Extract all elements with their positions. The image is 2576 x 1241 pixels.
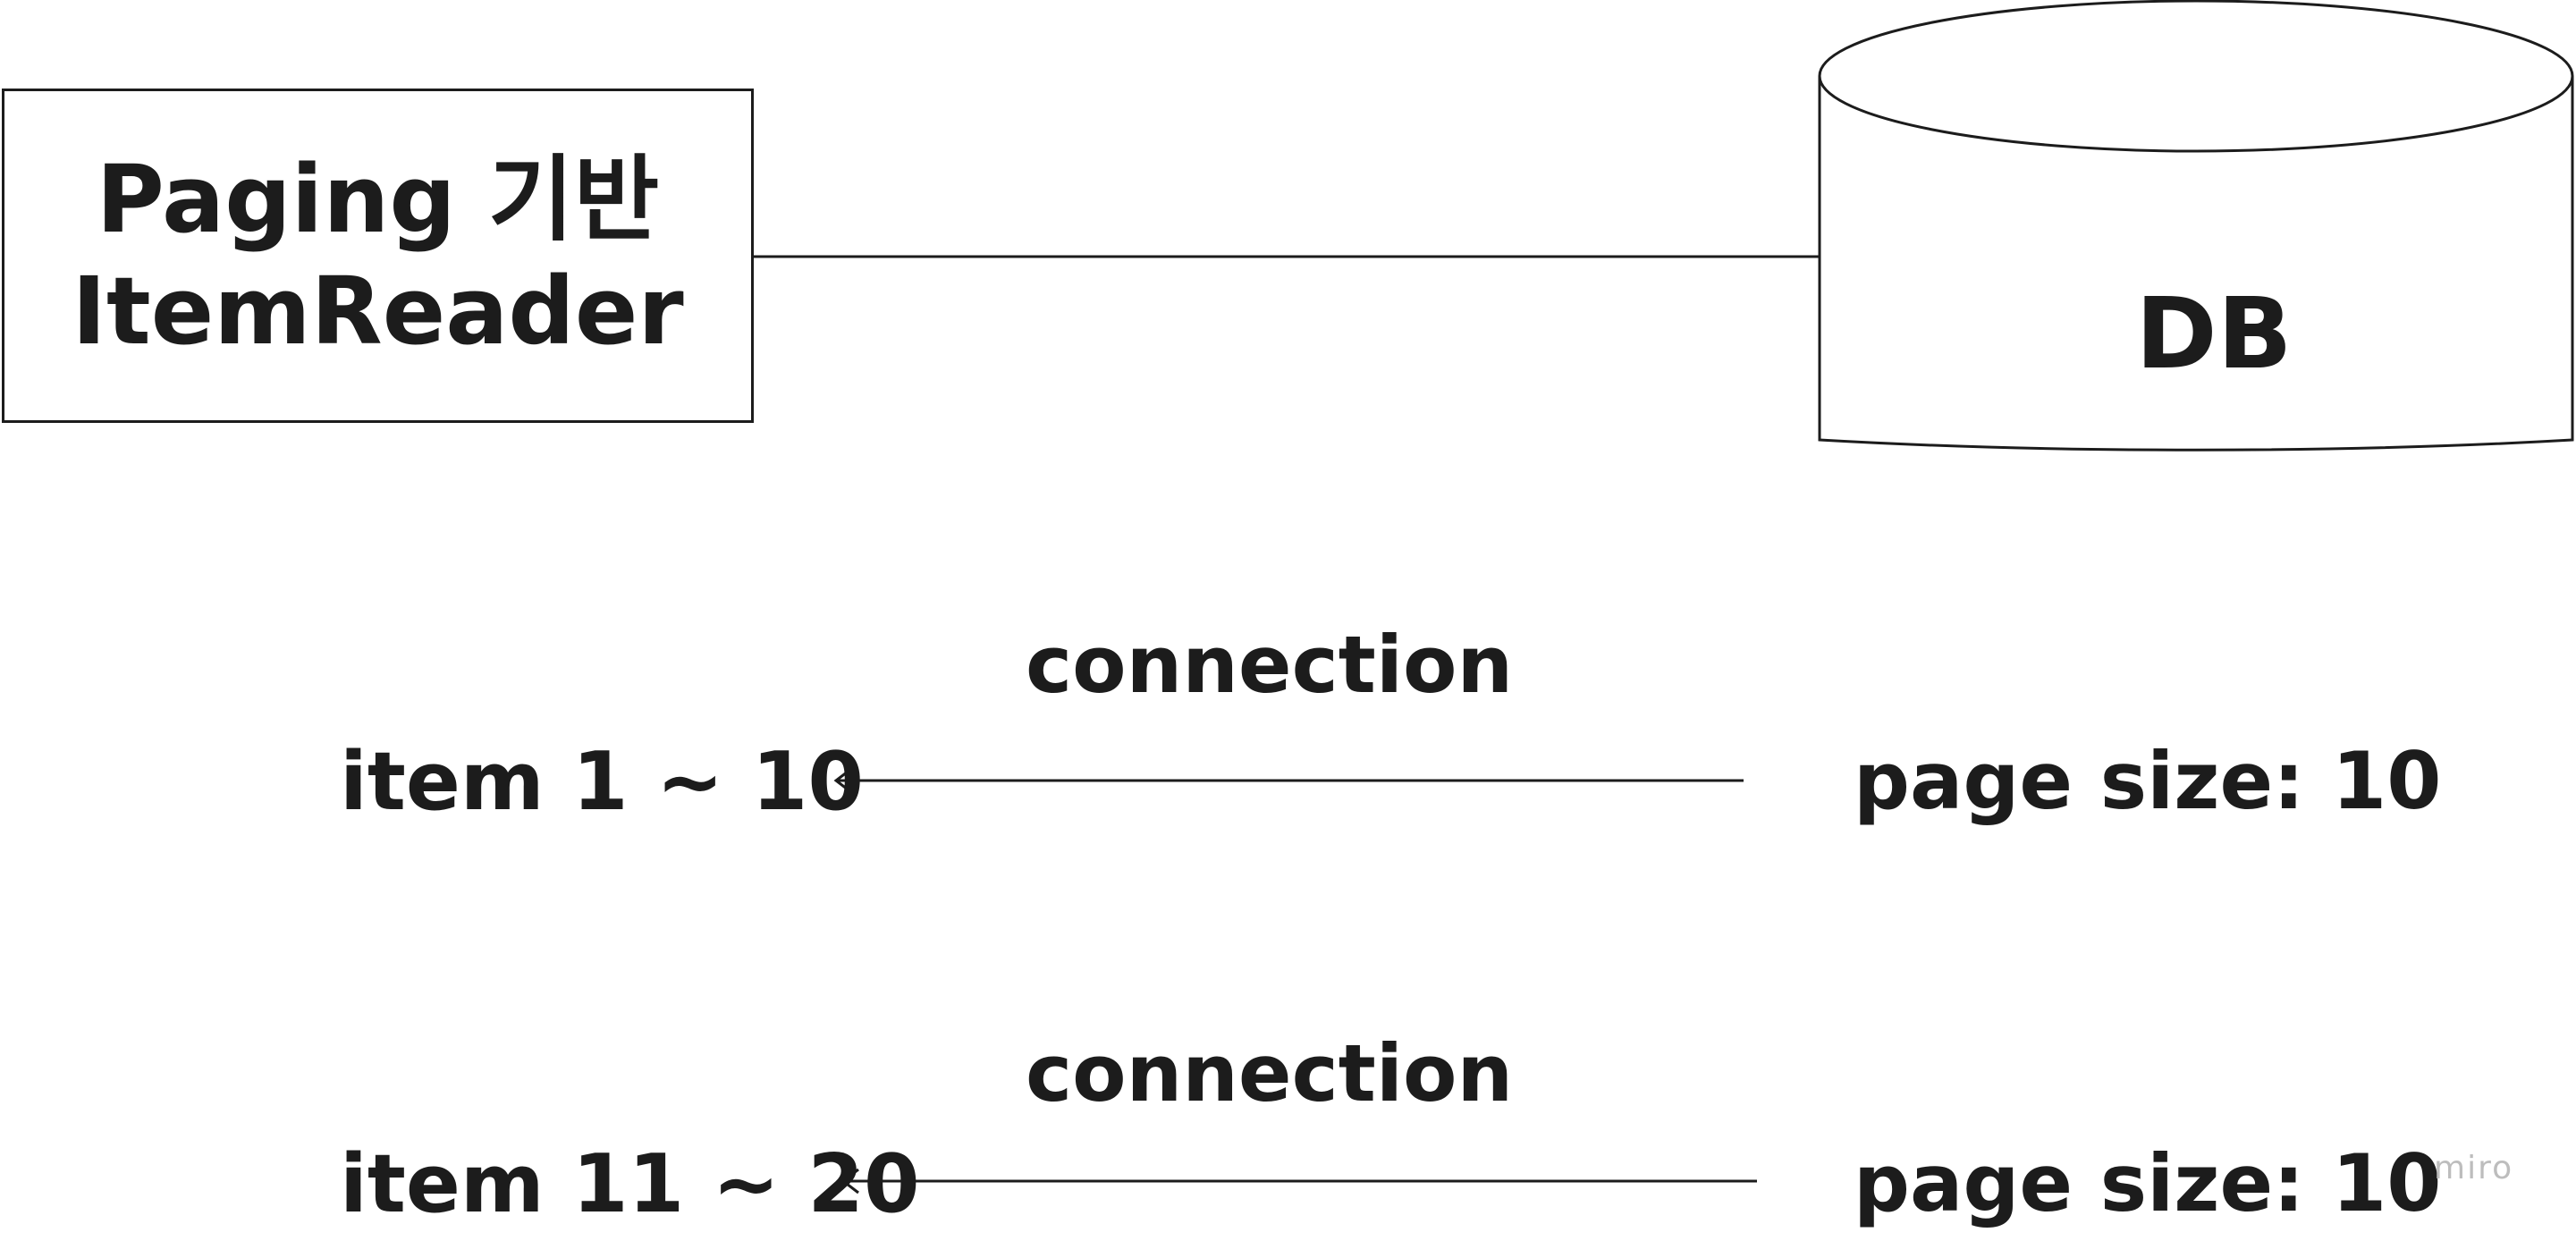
item-range-label-1: item 1 ~ 10 bbox=[340, 735, 864, 829]
connection-label-2: connection bbox=[1026, 1027, 1514, 1119]
reader-title-line2: ItemReader bbox=[72, 257, 684, 366]
paging-item-reader-node: Paging 기반 ItemReader bbox=[2, 89, 754, 423]
page-size-label-1: page size: 10 bbox=[1854, 735, 2442, 827]
db-label: DB bbox=[2135, 276, 2293, 391]
reader-title-line1: Paging 기반 bbox=[96, 145, 660, 255]
flow-arrow-1 bbox=[833, 767, 1744, 794]
page-size-label-2: page size: 10 bbox=[1854, 1137, 2442, 1229]
flow-arrow-2 bbox=[840, 1168, 1757, 1195]
miro-watermark: miro bbox=[2434, 1150, 2514, 1186]
connection-label-1: connection bbox=[1026, 619, 1514, 711]
item-range-label-2: item 11 ~ 20 bbox=[340, 1137, 920, 1231]
db-cylinder bbox=[1818, 0, 2574, 452]
